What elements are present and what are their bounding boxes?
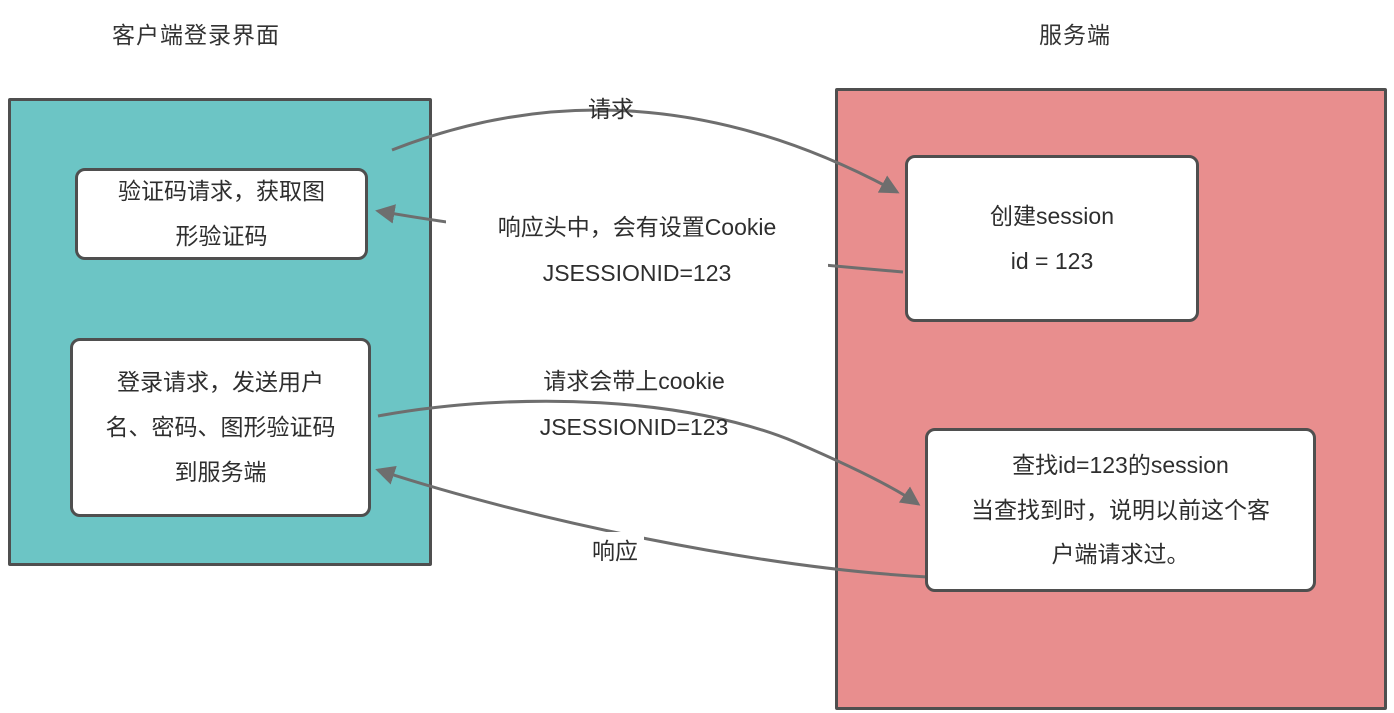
find-session-line-1: 查找id=123的session — [1012, 451, 1229, 478]
set-cookie-label-line-2: JSESSIONID=123 — [542, 260, 732, 286]
find-session-node: 查找id=123的session 当查找到时，说明以前这个客 户端请求过。 — [925, 428, 1316, 592]
set-cookie-arrow-label: 响应头中，会有设置Cookie JSESSIONID=123 — [446, 204, 828, 296]
cookie-request-label-line-1: 请求会带上cookie — [543, 368, 725, 394]
cookie-request-arrow-label: 请求会带上cookie JSESSIONID=123 — [474, 358, 794, 450]
create-session-line-2: id = 123 — [1010, 247, 1094, 274]
login-request-line-1: 登录请求，发送用户 — [117, 369, 324, 396]
find-session-line-3: 户端请求过。 — [1051, 541, 1190, 568]
client-panel-title: 客户端登录界面 — [112, 22, 280, 48]
request-arrow-label: 请求 — [588, 96, 634, 122]
find-session-line-2: 当查找到时，说明以前这个客 — [971, 496, 1270, 523]
login-request-node: 登录请求，发送用户 名、密码、图形验证码 到服务端 — [70, 338, 371, 517]
create-session-line-1: 创建session — [990, 202, 1114, 229]
captcha-request-line-1: 验证码请求，获取图 — [118, 178, 325, 205]
create-session-node: 创建session id = 123 — [905, 155, 1199, 322]
captcha-request-line-2: 形验证码 — [175, 223, 268, 249]
set-cookie-label-line-1: 响应头中，会有设置Cookie — [497, 214, 777, 240]
arrow-request — [391, 108, 900, 194]
cookie-request-label-line-2: JSESSIONID=123 — [539, 414, 729, 440]
login-request-line-3: 到服务端 — [174, 458, 267, 485]
login-request-line-2: 名、密码、图形验证码 — [105, 414, 336, 441]
server-panel-title: 服务端 — [1039, 22, 1111, 48]
response-arrow-label: 响应 — [586, 532, 644, 566]
captcha-request-node: 验证码请求，获取图 形验证码 — [75, 168, 368, 260]
